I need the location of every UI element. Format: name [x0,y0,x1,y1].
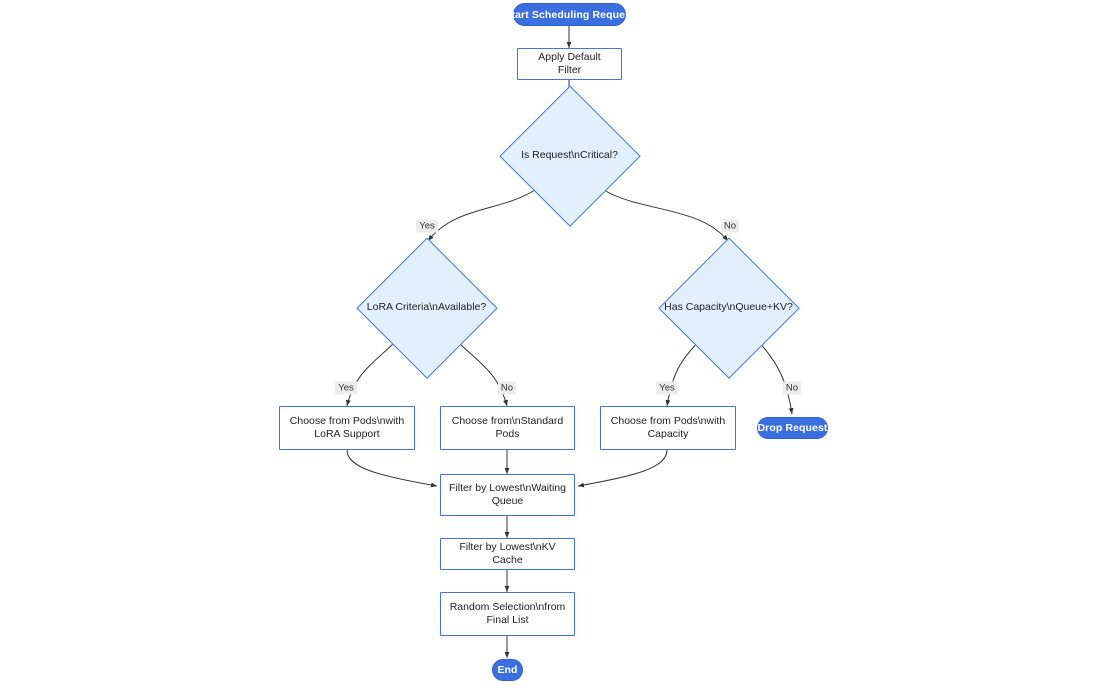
line-2: Final List [486,614,529,626]
node-filter-lowest-kv-cache-label: Filter by Lowest\nKV Cache [459,541,556,566]
node-filter-lowest-kv-cache[interactable]: Filter by Lowest\nKV Cache [440,538,575,570]
edge-label-capacity-yes: Yes [656,381,678,395]
line-1: Choose from Pods\nwith [289,415,405,427]
edge-choose-lora-to-filter-queue [346,449,438,488]
node-lora-criteria-available[interactable]: LoRA Criteria\nAvailable? [356,237,497,378]
node-end-label: End [497,664,518,676]
node-choose-pods-capacity[interactable]: Choose from Pods\nwith Capacity [600,406,736,450]
node-random-selection-final-list-label: Random Selection\nfrom Final List [442,601,574,627]
line-2: Pods [495,428,520,440]
node-choose-standard-pods-label: Choose from\nStandard Pods [444,415,571,441]
edge-capacity-yes-to-choose-capacity [665,341,699,407]
line-1: Choose from\nStandard [451,415,564,427]
line-2: Queue [491,495,524,507]
edge-is-critical-no-to-has-capacity [603,189,729,242]
node-choose-pods-capacity-label: Choose from Pods\nwith Capacity [603,415,733,441]
edge-choose-capacity-to-filter-queue [577,449,668,488]
line-1: Choose from Pods\nwith [610,415,726,427]
node-lora-criteria-available-label: LoRA Criteria\nAvailable? [366,301,487,313]
node-choose-pods-lora-support-label: Choose from Pods\nwith LoRA Support [282,415,412,441]
edge-label-is-critical-yes: Yes [416,219,438,233]
edge-lora-no-to-choose-standard [457,341,508,407]
edge-capacity-no-to-drop-request [758,341,794,415]
node-apply-default-filter-label: Apply Default Filter [538,51,601,76]
node-filter-lowest-waiting-queue[interactable]: Filter by Lowest\nWaiting Queue [440,474,575,516]
edge-label-lora-no: No [497,381,517,395]
node-is-request-critical[interactable]: Is Request\nCritical? [499,85,640,226]
node-start[interactable]: Start Scheduling Request [504,3,634,26]
node-has-capacity-label: Has Capacity\nQueue+KV? [664,301,793,313]
edge-label-is-critical-no: No [720,219,740,233]
node-start-label: Start Scheduling Request [504,8,635,21]
node-is-request-critical-label: Is Request\nCritical? [521,149,618,161]
line-1: Random Selection\nfrom [449,601,566,613]
node-drop-request-label: Drop Request [757,422,828,434]
node-drop-request[interactable]: Drop Request [757,417,828,439]
node-apply-default-filter[interactable]: Apply Default Filter [517,48,622,80]
node-has-capacity[interactable]: Has Capacity\nQueue+KV? [658,237,799,378]
edge-lora-yes-to-choose-lora [346,341,396,407]
node-choose-pods-lora-support[interactable]: Choose from Pods\nwith LoRA Support [279,406,415,450]
line-1: Filter by Lowest\nWaiting [449,482,566,494]
node-filter-lowest-waiting-queue-label: Filter by Lowest\nWaiting Queue [441,482,574,508]
line-2: Capacity [647,428,689,440]
edge-label-capacity-no: No [782,381,802,395]
node-end[interactable]: End [492,659,523,681]
node-choose-standard-pods[interactable]: Choose from\nStandard Pods [440,406,575,450]
node-random-selection-final-list[interactable]: Random Selection\nfrom Final List [440,592,575,636]
line-2: LoRA Support [314,428,380,440]
edge-label-lora-yes: Yes [335,381,357,395]
